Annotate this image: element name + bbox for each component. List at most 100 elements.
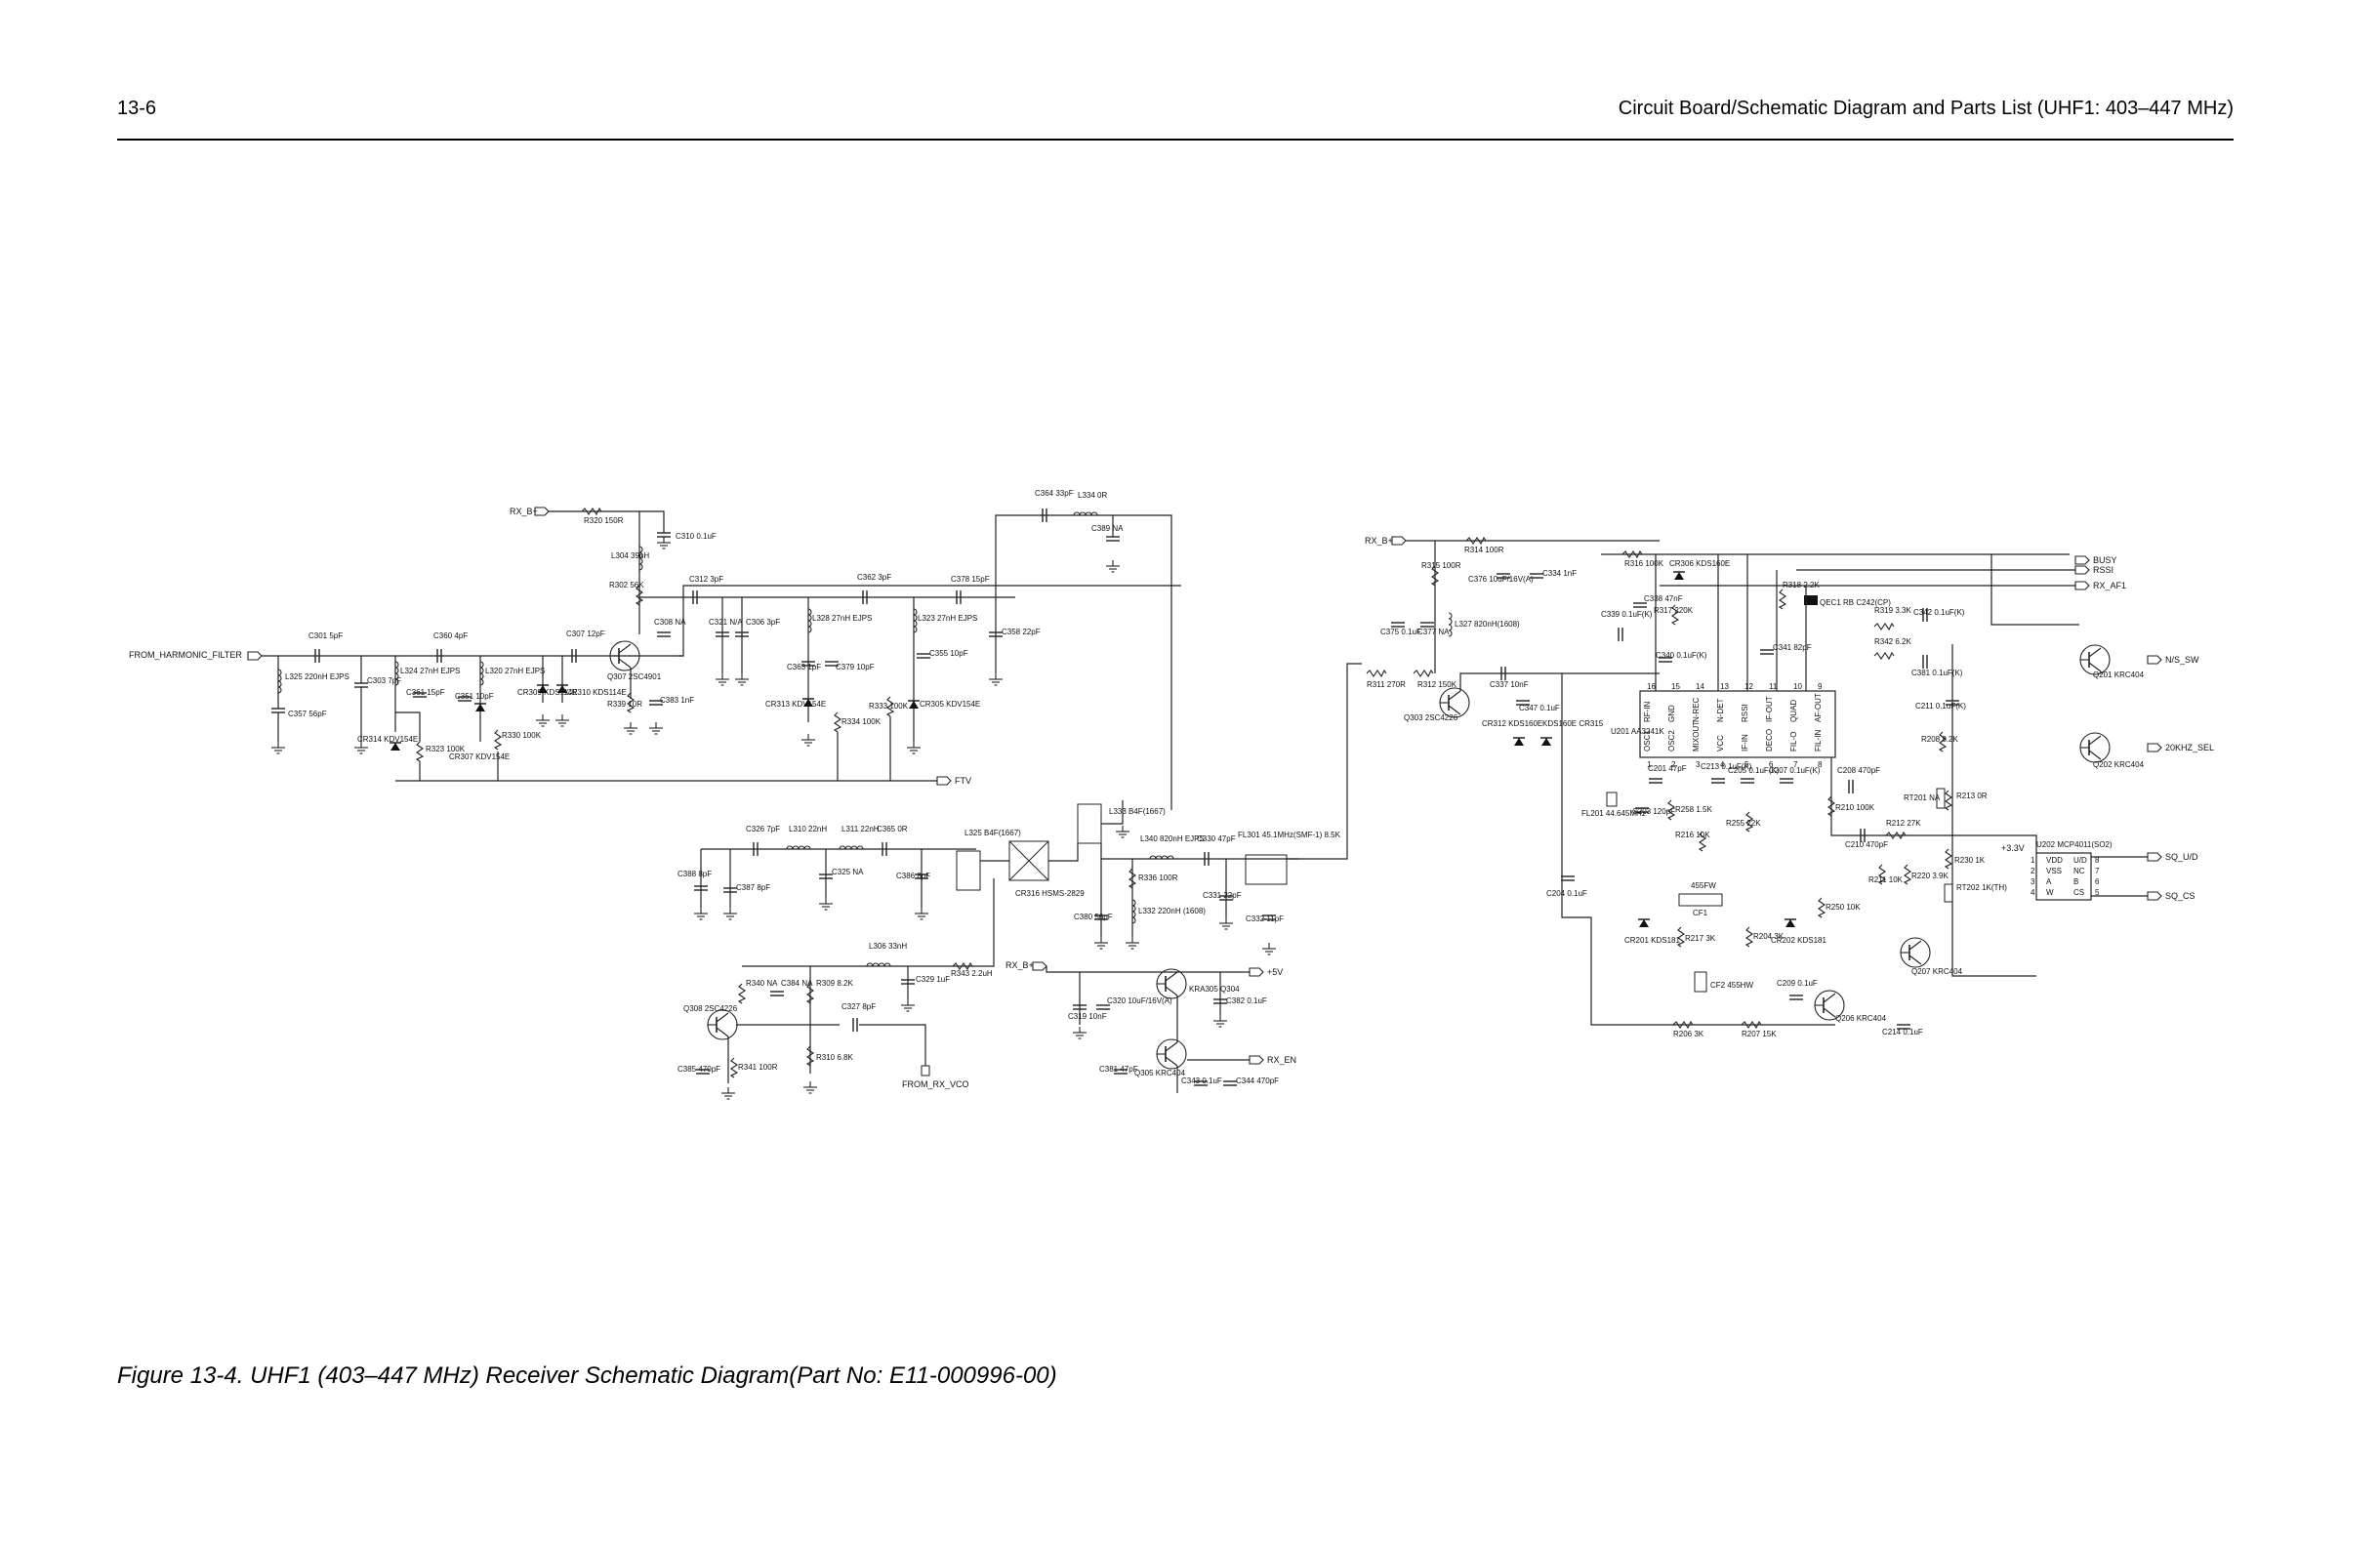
r250-symbol	[1818, 897, 1826, 918]
fl201-crystal	[1606, 792, 1618, 807]
ground-icon	[802, 1080, 818, 1094]
c334-label: C334 1nF	[1542, 569, 1577, 578]
c375-label: C375 0.1uF	[1380, 628, 1421, 636]
c386-label: C386 8pF	[896, 872, 930, 880]
r323-symbol	[416, 741, 424, 762]
rt201-thermistor	[1936, 788, 1946, 809]
from-harmonic-filter-port[interactable]	[247, 651, 263, 661]
c308-label: C308 NA	[654, 618, 686, 627]
cf1-label: 455FW	[1691, 881, 1716, 890]
c327-label: C327 8pF	[841, 1002, 876, 1011]
q202-transistor-icon	[2079, 732, 2111, 763]
c361-label: C361 15pF	[406, 688, 445, 697]
c301-label: C301 5pF	[308, 631, 343, 640]
c355-symbol	[916, 653, 931, 659]
c377-label: C377 NA	[1417, 628, 1450, 636]
c338-label: C338 47nF	[1644, 594, 1683, 603]
u201-pin-number-3: 3	[1696, 760, 1701, 769]
r258-label: R258 1.5K	[1675, 805, 1712, 814]
u202-pin-number-8: 8	[2095, 856, 2100, 865]
u201-pin-2: OSC2	[1667, 730, 1676, 752]
u202-pin-8: U/D	[2073, 856, 2087, 865]
cr309-label: CR309 KDS114E	[517, 688, 578, 697]
n-s-sw-port[interactable]	[2147, 655, 2162, 665]
r311-symbol	[1366, 670, 1387, 677]
r343-label: R343 2.2uH	[951, 969, 993, 978]
cr202-label: CR202 KDS181	[1771, 936, 1826, 945]
sq-cs-port[interactable]	[2147, 891, 2162, 901]
r330-symbol	[494, 729, 502, 751]
u201-pin-13: N-DET	[1716, 698, 1725, 722]
qec1-label: QEC1 RB C242(CP)	[1820, 598, 1891, 607]
u202-pin-5: CS	[2073, 888, 2084, 897]
r312-symbol	[1413, 670, 1434, 677]
c385-label: C385 470pF	[677, 1065, 720, 1074]
plus5v-port[interactable]	[1249, 967, 1264, 977]
r312-label: R312 150K	[1417, 680, 1457, 689]
l333-label: L333 B4F(1667)	[1109, 807, 1166, 816]
ground-icon	[1093, 936, 1109, 950]
u201-pin-7: FIL-O	[1789, 732, 1798, 752]
c344-label: C344 470pF	[1236, 1077, 1279, 1085]
c378-label: C378 15pF	[951, 575, 990, 584]
rx-b-plus-port-3[interactable]	[1391, 536, 1407, 546]
r314-label: R314 100R	[1464, 546, 1504, 554]
l340-label: L340 820nH EJPS	[1140, 834, 1205, 843]
c382-label: C382 0.1uF	[1226, 996, 1267, 1005]
ftv-port[interactable]	[936, 776, 952, 786]
u201-pin-number-11: 11	[1769, 682, 1778, 691]
ground-icon	[722, 907, 738, 920]
section-title: Circuit Board/Schematic Diagram and Part…	[1618, 98, 2234, 119]
c214-label: C214 0.1uF	[1882, 1028, 1923, 1036]
q307-label: Q307 2SC4901	[607, 672, 662, 681]
sel-20khz-port[interactable]	[2147, 743, 2162, 752]
u201-pin-15: GND	[1667, 705, 1676, 722]
r333-label: R333 100K	[869, 702, 909, 711]
rx-en-port[interactable]	[1249, 1055, 1264, 1065]
ground-icon	[648, 721, 664, 735]
c387-label: C387 8pF	[736, 883, 770, 892]
l304-label: L304 39nH	[611, 551, 649, 560]
rt202-label: RT202 1K(TH)	[1956, 883, 2007, 892]
cr201-label: CR201 KDS181	[1624, 936, 1680, 945]
cr305-label: CR305 KDV154E	[920, 700, 980, 709]
r336-label: R336 100R	[1138, 874, 1178, 882]
r340-label: R340 NA	[746, 979, 778, 988]
u201-pin-number-16: 16	[1647, 682, 1656, 691]
c320-label: C320 10uF/16V(A)	[1107, 996, 1172, 1005]
r309-label: R309 8.2K	[816, 979, 853, 988]
u202-pin-number-1: 1	[2031, 856, 2035, 865]
c303-label: C303 7pF	[367, 676, 401, 685]
cr305-diode-icon	[907, 700, 921, 710]
r208-label: R208 8.2K	[1921, 735, 1958, 744]
rx-af1-port[interactable]	[2074, 581, 2090, 590]
rssi-port[interactable]	[2074, 565, 2090, 575]
u201-pin-11: IF-OUT	[1765, 696, 1774, 722]
cr202-diode-icon	[1784, 918, 1797, 928]
q206-label: Q206 KRC404	[1835, 1014, 1887, 1023]
u202-pin-1: VDD	[2046, 856, 2063, 865]
c377-symbol	[1419, 622, 1435, 628]
c204-symbol	[1560, 875, 1576, 881]
sq-ud-port[interactable]	[2147, 852, 2162, 862]
rx-b-plus-port-2[interactable]	[1032, 961, 1047, 971]
l325-label: L325 220nH EJPS	[285, 672, 349, 681]
ground-icon	[818, 897, 834, 911]
cr312-diode-icon	[1512, 737, 1526, 747]
c209-label: C209 0.1uF	[1777, 979, 1818, 988]
r213-label: R213 0R	[1956, 792, 1988, 800]
c330-label: C330 47pF	[1197, 834, 1236, 843]
l310-label: L310 22nH	[789, 825, 827, 833]
c381-label: C381 47pF	[1099, 1065, 1138, 1074]
from-rx-vco-port[interactable]	[921, 1065, 930, 1077]
rt201-label: RT201 NA	[1904, 793, 1941, 802]
u202-label: U202 MCP4011(SO2)	[2036, 840, 2113, 849]
c312-label: C312 3pF	[689, 575, 723, 584]
u202-pin-number-6: 6	[2095, 877, 2100, 886]
busy-port[interactable]	[2074, 555, 2090, 565]
q305-transistor-icon	[1156, 1038, 1187, 1070]
c208-label: C208 470pF	[1837, 766, 1880, 775]
u201-pin-number-15: 15	[1671, 682, 1680, 691]
c383-label: C383 1nF	[660, 696, 694, 705]
q303-label: Q303 2SC4226	[1404, 713, 1458, 722]
